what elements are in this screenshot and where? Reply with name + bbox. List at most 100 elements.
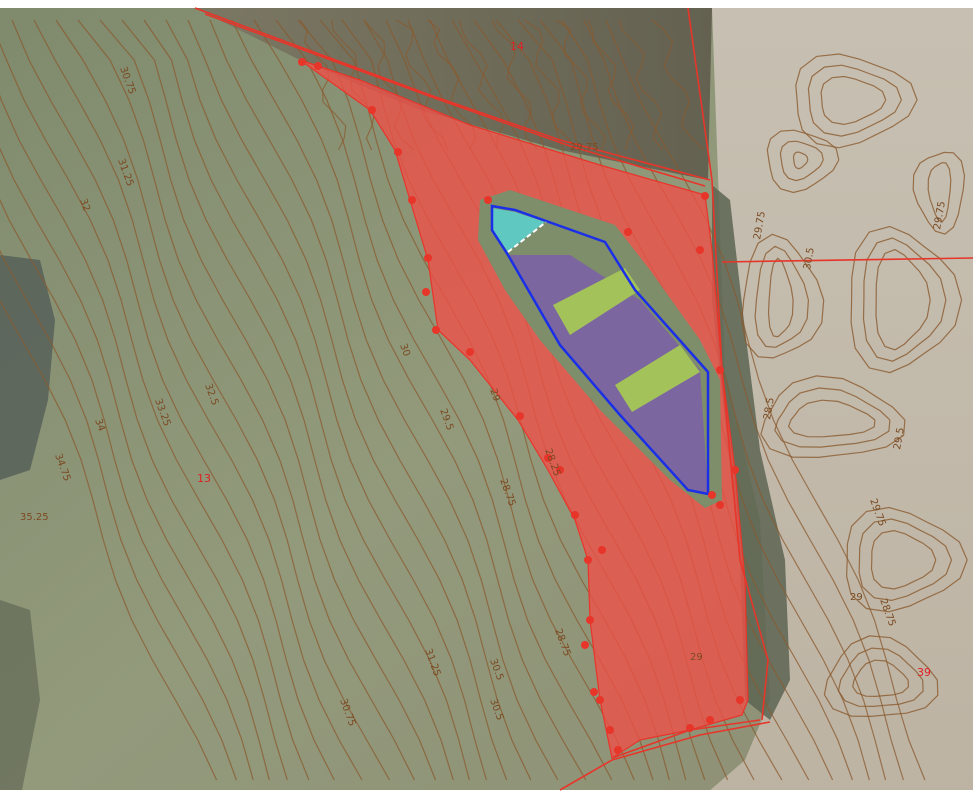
contour-line bbox=[619, 19, 664, 151]
zone-green-1[interactable] bbox=[553, 268, 640, 335]
contour-label: 29.5 bbox=[892, 427, 907, 451]
contour-line bbox=[555, 19, 606, 151]
buffer-vertex[interactable] bbox=[484, 196, 492, 204]
contour-line bbox=[143, 19, 470, 781]
contour-line bbox=[55, 19, 391, 781]
contour-line bbox=[187, 19, 508, 781]
contour-line bbox=[760, 375, 906, 459]
buffer-vertex[interactable] bbox=[571, 511, 579, 519]
buffer-vertex[interactable] bbox=[466, 348, 474, 356]
zone-teal[interactable] bbox=[492, 208, 545, 252]
contour-line bbox=[0, 42, 310, 781]
contour-line bbox=[523, 19, 578, 151]
buffer-vertices[interactable] bbox=[298, 58, 744, 754]
contour-line bbox=[787, 399, 876, 438]
white-border-bottom bbox=[0, 790, 973, 799]
buffer-vertex[interactable] bbox=[686, 724, 694, 732]
contour-label: 29.75 bbox=[570, 142, 599, 153]
contour-line bbox=[297, 19, 635, 781]
contour-line bbox=[875, 248, 931, 351]
buffer-vertex[interactable] bbox=[706, 716, 714, 724]
contour-line bbox=[0, 94, 288, 781]
contour-line bbox=[845, 506, 968, 613]
contour-line bbox=[231, 19, 559, 781]
contour-line bbox=[561, 19, 887, 781]
contour-label: 34 bbox=[92, 417, 107, 433]
contour-line bbox=[837, 647, 924, 708]
buffer-vertex[interactable] bbox=[586, 616, 594, 624]
contour-lines bbox=[0, 19, 968, 781]
buffer-vertex[interactable] bbox=[424, 254, 432, 262]
contour-label: 29 bbox=[487, 387, 502, 403]
parcel-line-bottom-2 bbox=[559, 721, 771, 791]
buffer-vertex[interactable] bbox=[556, 466, 564, 474]
buffer-vertex[interactable] bbox=[606, 726, 614, 734]
buffer-vertex[interactable] bbox=[736, 696, 744, 704]
contour-line bbox=[807, 64, 902, 137]
contour-line bbox=[121, 19, 454, 781]
parcel-line-vertical bbox=[687, 7, 769, 721]
contour-label: 29.75 bbox=[932, 200, 948, 230]
contour-line bbox=[823, 635, 939, 718]
contour-line bbox=[99, 19, 437, 781]
buffer-vertex[interactable] bbox=[432, 326, 440, 334]
buffer-vertex[interactable] bbox=[516, 412, 524, 420]
contour-line bbox=[275, 19, 613, 781]
buffer-vertex[interactable] bbox=[394, 148, 402, 156]
parcel-line-top-2 bbox=[204, 13, 706, 187]
contour-line bbox=[767, 257, 794, 338]
contour-line bbox=[741, 233, 825, 359]
buffer-vertex[interactable] bbox=[716, 366, 724, 374]
contour-line bbox=[795, 53, 918, 149]
contour-line bbox=[651, 19, 705, 151]
contour-label: 30.5 bbox=[802, 247, 817, 271]
management-zones bbox=[492, 208, 708, 494]
white-border-top bbox=[0, 0, 973, 8]
contour-line bbox=[299, 19, 347, 151]
buffer-vertex[interactable] bbox=[298, 58, 306, 66]
buffer-vertex[interactable] bbox=[368, 106, 376, 114]
contour-label: 32 bbox=[77, 197, 92, 213]
contour-label: 29.75 bbox=[752, 210, 768, 240]
buffer-vertex[interactable] bbox=[408, 196, 416, 204]
buffer-vertex[interactable] bbox=[731, 466, 739, 474]
buffer-vertex[interactable] bbox=[716, 501, 724, 509]
buffer-vertex[interactable] bbox=[596, 696, 604, 704]
buffer-vertex[interactable] bbox=[314, 62, 322, 70]
contour-line bbox=[583, 19, 904, 781]
contour-line bbox=[77, 19, 415, 781]
parcel-line-right-horizontal bbox=[721, 257, 973, 263]
contour-label: 28.5 bbox=[762, 397, 777, 421]
buffer-vertex[interactable] bbox=[708, 491, 716, 499]
contour-line bbox=[587, 19, 635, 151]
contour-line bbox=[0, 299, 218, 781]
zone-green-2[interactable] bbox=[615, 345, 700, 412]
contour-label: 30 bbox=[397, 342, 412, 358]
buffer-vertex[interactable] bbox=[614, 746, 622, 754]
blue-field-boundary[interactable] bbox=[490, 204, 710, 496]
contour-line bbox=[927, 162, 952, 223]
buffer-vertex[interactable] bbox=[544, 454, 552, 462]
buffer-vertex[interactable] bbox=[584, 556, 592, 564]
buffer-vertex[interactable] bbox=[422, 288, 430, 296]
buffer-vertex[interactable] bbox=[590, 688, 598, 696]
contour-line bbox=[0, 198, 254, 781]
contour-line bbox=[766, 129, 840, 194]
contour-line bbox=[779, 140, 824, 182]
buffer-vertex[interactable] bbox=[701, 192, 709, 200]
hedge-strip-right bbox=[712, 185, 790, 720]
contour-label: 29 bbox=[690, 652, 703, 663]
contour-line bbox=[11, 19, 335, 781]
contour-line bbox=[774, 387, 891, 448]
buffer-vertex[interactable] bbox=[624, 228, 632, 236]
buffer-vertex[interactable] bbox=[598, 546, 606, 554]
buffer-vertex[interactable] bbox=[581, 641, 589, 649]
buffer-vertex[interactable] bbox=[696, 246, 704, 254]
contour-line bbox=[459, 19, 505, 151]
contour-line bbox=[850, 225, 963, 374]
dashed-divider bbox=[507, 221, 547, 253]
contour-line bbox=[209, 19, 532, 781]
contour-line bbox=[870, 529, 937, 590]
parcel-label: 39 bbox=[917, 666, 931, 679]
